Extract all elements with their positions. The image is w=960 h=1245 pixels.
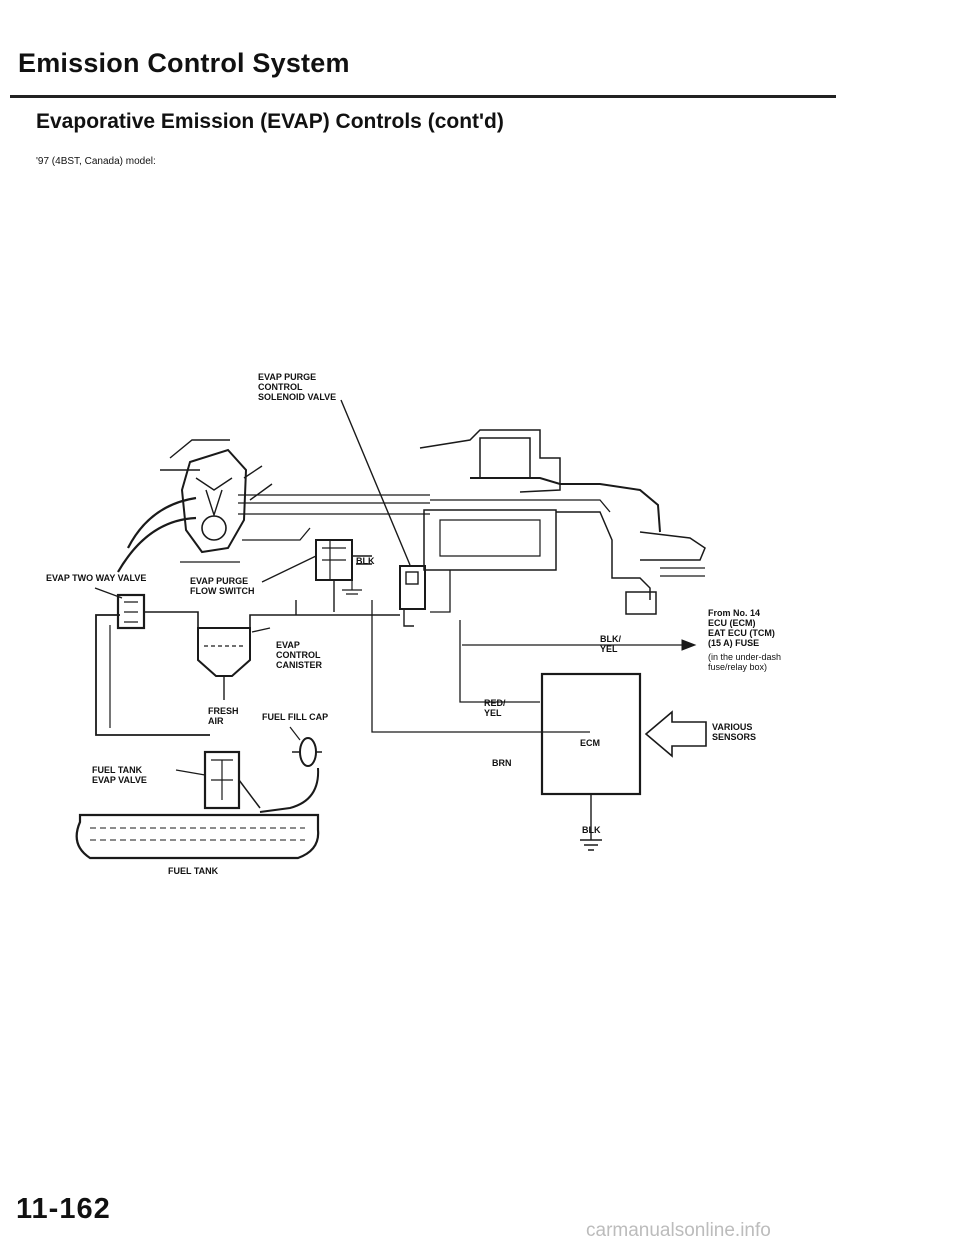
sensors-arrow <box>644 710 707 758</box>
label-fresh-air: FRESH AIR <box>208 706 239 726</box>
fuel-tank-assembly <box>75 726 322 860</box>
wire-label-blk-top: BLK <box>356 556 375 566</box>
vapor-lines <box>95 580 414 736</box>
header-rule <box>10 95 836 98</box>
various-sensors-label: VARIOUS SENSORS <box>712 722 757 742</box>
label-fuel-tank-evap-valve: FUEL TANK EVAP VALVE <box>92 765 147 785</box>
label-canister: EVAP CONTROL CANISTER <box>276 640 323 670</box>
label-purge-control-solenoid-valve: EVAP PURGE CONTROL SOLENOID VALVE <box>258 372 337 402</box>
section-title: Evaporative Emission (EVAP) Controls (co… <box>36 110 504 133</box>
power-source-label: From No. 14 ECU (ECM) EAT ECU (TCM) (15 … <box>708 608 775 648</box>
model-note: '97 (4BST, Canada) model: <box>36 156 156 167</box>
page-title: Emission Control System <box>18 48 350 78</box>
wiring <box>371 600 697 851</box>
wire-label-brn: BRN <box>492 758 512 768</box>
wire-label-blk-yel: BLK/ YEL <box>600 634 621 654</box>
purge-control-solenoid-valve <box>340 399 426 610</box>
engine-assembly <box>117 439 430 573</box>
label-two-way-valve: EVAP TWO WAY VALVE <box>46 573 147 583</box>
ecm-box <box>540 672 642 796</box>
two-way-valve <box>94 587 146 630</box>
watermark: carmanualsonline.info <box>586 1220 771 1241</box>
page-number: 11-162 <box>16 1193 111 1225</box>
label-fuel-tank: FUEL TANK <box>168 866 219 876</box>
label-purge-flow-switch: EVAP PURGE FLOW SWITCH <box>190 576 255 596</box>
wire-label-red-yel: RED/ YEL <box>484 698 506 718</box>
purge-flow-switch <box>261 539 372 595</box>
label-fuel-fill-cap: FUEL FILL CAP <box>262 712 329 722</box>
wire-label-blk-ground: BLK <box>582 825 601 835</box>
power-source-location: (in the under-dash fuse/relay box) <box>708 652 782 672</box>
ecm-label: ECM <box>580 738 600 748</box>
intake-hardware <box>419 429 706 615</box>
canister <box>197 627 271 700</box>
